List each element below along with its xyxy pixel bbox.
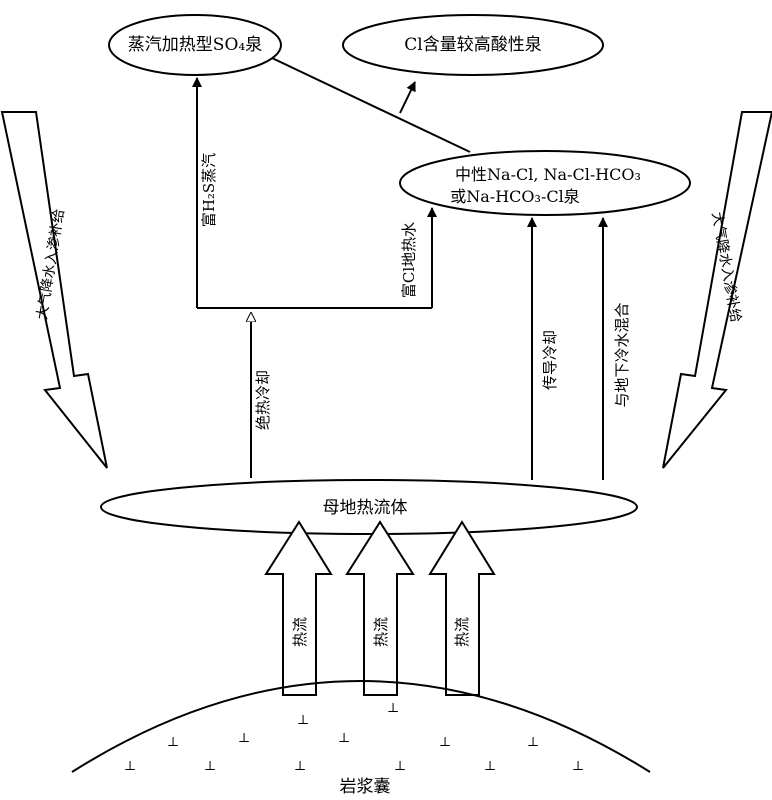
- magma-symbol: ⊥: [297, 713, 309, 728]
- parent-fluid-node: [100, 479, 638, 535]
- neutral-spring-label-line1: 中性Na-Cl, Na-Cl-HCO₃: [455, 165, 641, 184]
- cl-water-label: 富Cl地热水: [400, 222, 418, 298]
- heat-flow-arrow-3: 热流: [428, 520, 496, 696]
- heat-flow-arrow-1: 热流: [264, 520, 333, 696]
- adiabatic-cooling-label: 绝热冷却: [254, 370, 272, 430]
- magma-chamber-outline: [71, 680, 651, 773]
- heat-flow-label-3: 热流: [453, 617, 471, 647]
- heat-flow-label-2: 热流: [372, 617, 390, 647]
- so4-to-neutral-line: [271, 57, 471, 153]
- cold-water-mixing-label: 与地下冷水混合: [613, 302, 631, 407]
- to-cl-acid-arrow: [399, 81, 416, 114]
- magma-symbol: ⊥: [338, 731, 350, 746]
- magma-symbol: ⊥: [394, 759, 406, 774]
- neutral-spring-node: [399, 150, 691, 216]
- neutral-spring-label-line2: 或Na-HCO₃-Cl泉: [450, 187, 579, 206]
- conductive-cooling-label: 传导冷却: [541, 330, 559, 390]
- magma-symbol: ⊥: [387, 701, 399, 716]
- magma-symbol: ⊥: [204, 759, 216, 774]
- h2s-steam-label: 富H₂S蒸汽: [200, 153, 218, 227]
- heat-flow-arrow-2: 热流: [345, 520, 415, 696]
- magma-symbol: ⊥: [124, 759, 136, 774]
- magma-symbol: ⊥: [294, 759, 306, 774]
- magma-symbol: ⊥: [167, 735, 179, 750]
- heat-flow-label-1: 热流: [291, 617, 309, 647]
- left-recharge-arrow: [0, 111, 108, 469]
- cl-acid-spring-node: [342, 14, 604, 76]
- magma-symbol: ⊥: [439, 735, 451, 750]
- magma-symbol: ⊥: [238, 731, 250, 746]
- cl-acid-spring-label: Cl含量较高酸性泉: [404, 35, 541, 55]
- steam-so4-spring-label: 蒸汽加热型SO₄泉: [128, 35, 262, 55]
- magma-symbol: ⊥: [527, 735, 539, 750]
- magma-symbol: ⊥: [484, 759, 496, 774]
- parent-fluid-label: 母地热流体: [323, 498, 408, 518]
- steam-so4-spring-node: [108, 14, 282, 76]
- right-recharge-arrow: [662, 111, 772, 469]
- magma-symbol: ⊥: [572, 759, 584, 774]
- magma-symbols: ⊥ ⊥ ⊥ ⊥ ⊥ ⊥ ⊥ ⊥ ⊥ ⊥ ⊥ ⊥ ⊥: [124, 701, 584, 774]
- magma-chamber-label: 岩浆囊: [340, 777, 391, 797]
